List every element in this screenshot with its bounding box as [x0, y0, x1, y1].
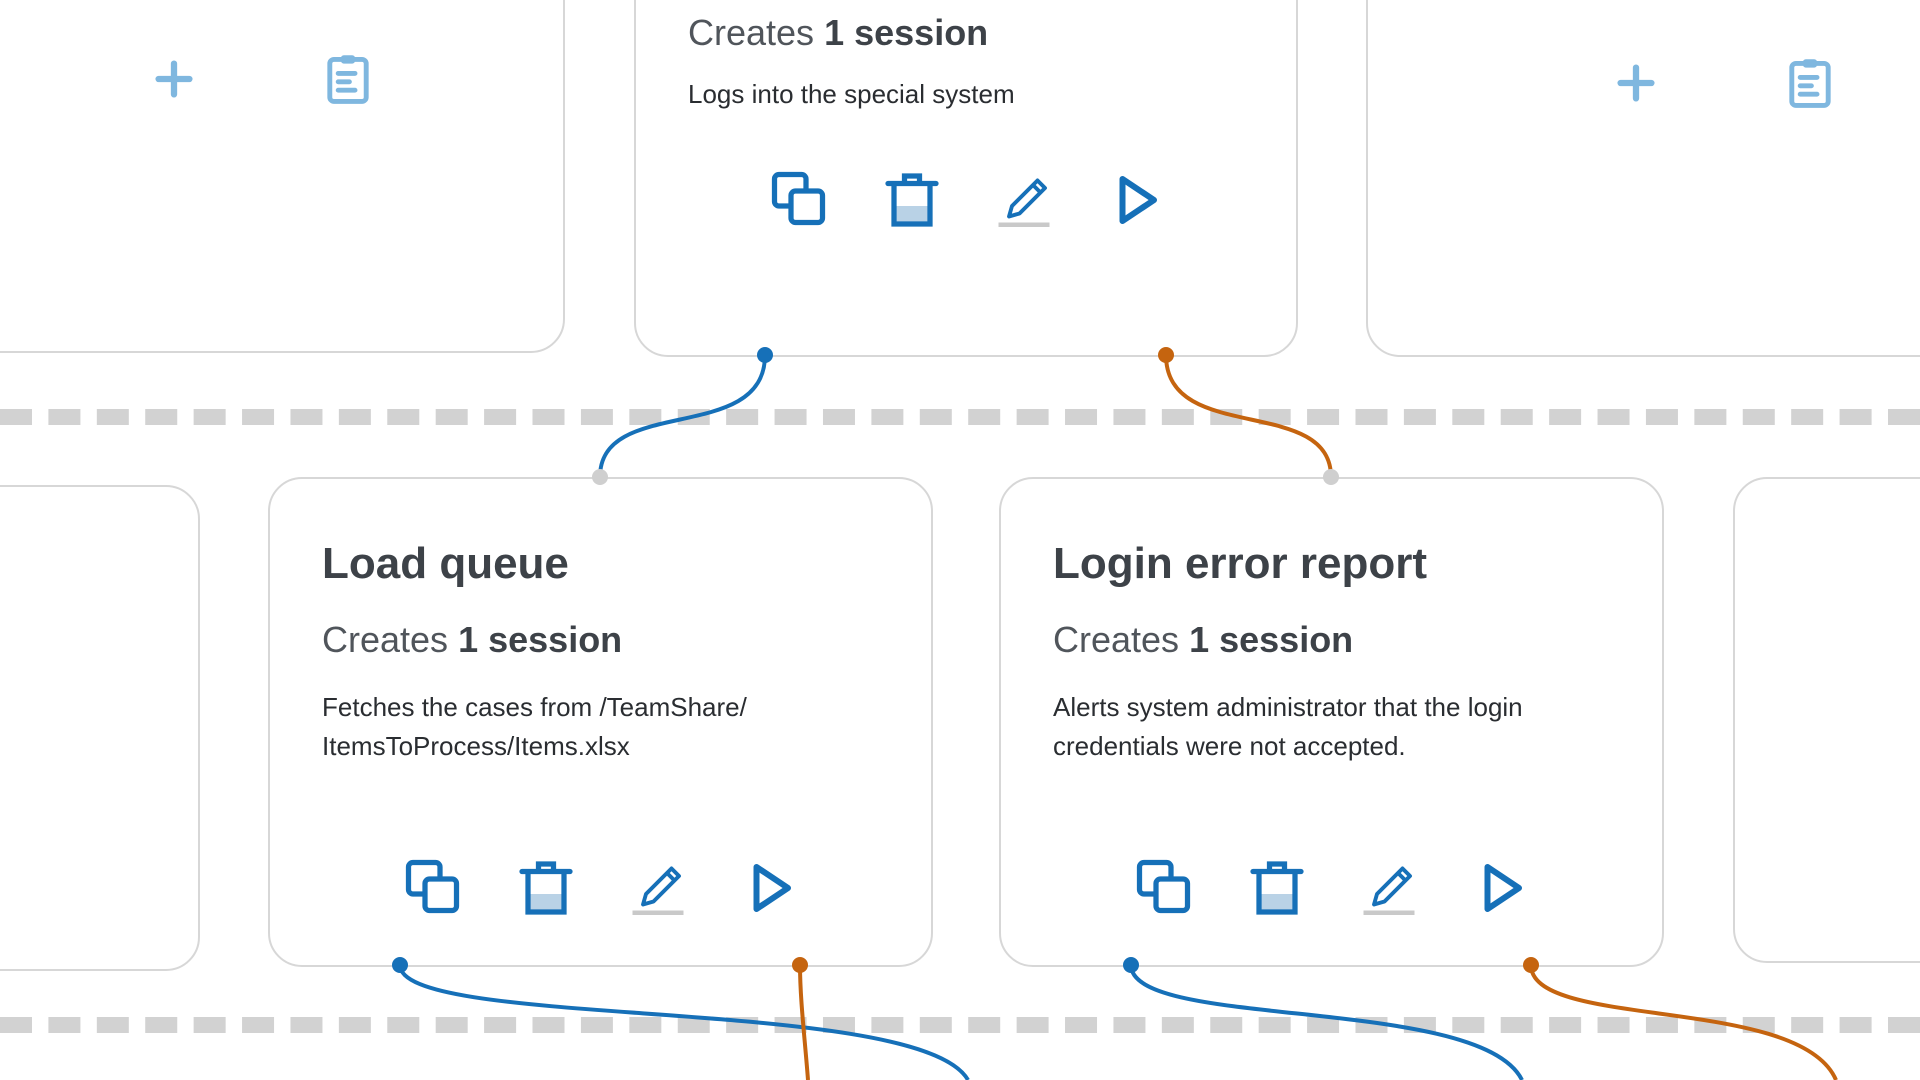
duplicate-icon: [405, 859, 460, 914]
pencil-icon: [632, 866, 684, 915]
duplicate-button[interactable]: [402, 856, 466, 920]
edit-button[interactable]: [1357, 856, 1421, 920]
duplicate-button[interactable]: [1133, 856, 1197, 920]
card-title: Login error report: [1053, 539, 1428, 588]
lane-divider-2: [0, 1017, 1920, 1033]
run-button[interactable]: [1104, 168, 1168, 232]
add-from-template-button[interactable]: [1778, 51, 1842, 115]
input-port[interactable]: [1323, 469, 1339, 485]
pencil-icon: [998, 178, 1050, 227]
trash-icon: [1250, 861, 1304, 915]
duplicate-icon: [771, 171, 826, 226]
edit-button[interactable]: [992, 168, 1056, 232]
run-button[interactable]: [738, 856, 802, 920]
duplicate-button[interactable]: [768, 168, 832, 232]
add-from-template-button[interactable]: [316, 47, 380, 111]
card-sessions: Creates 1 session: [1053, 619, 1354, 660]
card-sessions: Creates 1 session: [688, 12, 989, 53]
failure-output-port[interactable]: [1158, 347, 1174, 363]
card-sessions: Creates 1 session: [322, 619, 623, 660]
card-description: Fetches the cases from /TeamShare/ Items…: [322, 692, 747, 761]
play-icon: [753, 864, 791, 912]
step-card-top-center[interactable]: Creates 1 session Logs into the special …: [634, 0, 1298, 357]
play-icon: [1119, 176, 1157, 224]
run-button[interactable]: [1469, 856, 1533, 920]
card-description: Logs into the special system: [688, 79, 1015, 109]
input-port[interactable]: [592, 469, 608, 485]
empty-card-top-left[interactable]: [0, 0, 565, 353]
duplicate-icon: [1136, 859, 1191, 914]
play-icon: [1484, 864, 1522, 912]
plus-icon: [1617, 64, 1655, 102]
clipboard-icon: [1789, 59, 1831, 108]
step-card-bottom-right[interactable]: [1733, 477, 1920, 963]
delete-button[interactable]: [514, 856, 578, 920]
card-title: Load queue: [322, 539, 569, 588]
step-card-login-error-report[interactable]: Login error report Creates 1 session Ale…: [999, 477, 1664, 967]
success-output-port[interactable]: [392, 957, 408, 973]
trash-icon: [519, 861, 573, 915]
empty-card-top-right[interactable]: [1366, 0, 1920, 357]
success-output-port[interactable]: [1123, 957, 1139, 973]
pencil-icon: [1363, 866, 1415, 915]
add-step-button[interactable]: [1604, 51, 1668, 115]
plus-icon: [155, 60, 193, 98]
clipboard-icon: [327, 55, 369, 104]
step-card-load-queue[interactable]: Load queue Creates 1 session Fetches the…: [268, 477, 933, 967]
success-output-port[interactable]: [757, 347, 773, 363]
edit-button[interactable]: [626, 856, 690, 920]
card-description: Alerts system administrator that the log…: [1053, 692, 1523, 761]
delete-button[interactable]: [880, 168, 944, 232]
step-card-bottom-left[interactable]: [0, 485, 200, 971]
lane-divider-1: [0, 409, 1920, 425]
delete-button[interactable]: [1245, 856, 1309, 920]
failure-output-port[interactable]: [792, 957, 808, 973]
failure-output-port[interactable]: [1523, 957, 1539, 973]
trash-icon: [885, 173, 939, 227]
add-step-button[interactable]: [142, 47, 206, 111]
